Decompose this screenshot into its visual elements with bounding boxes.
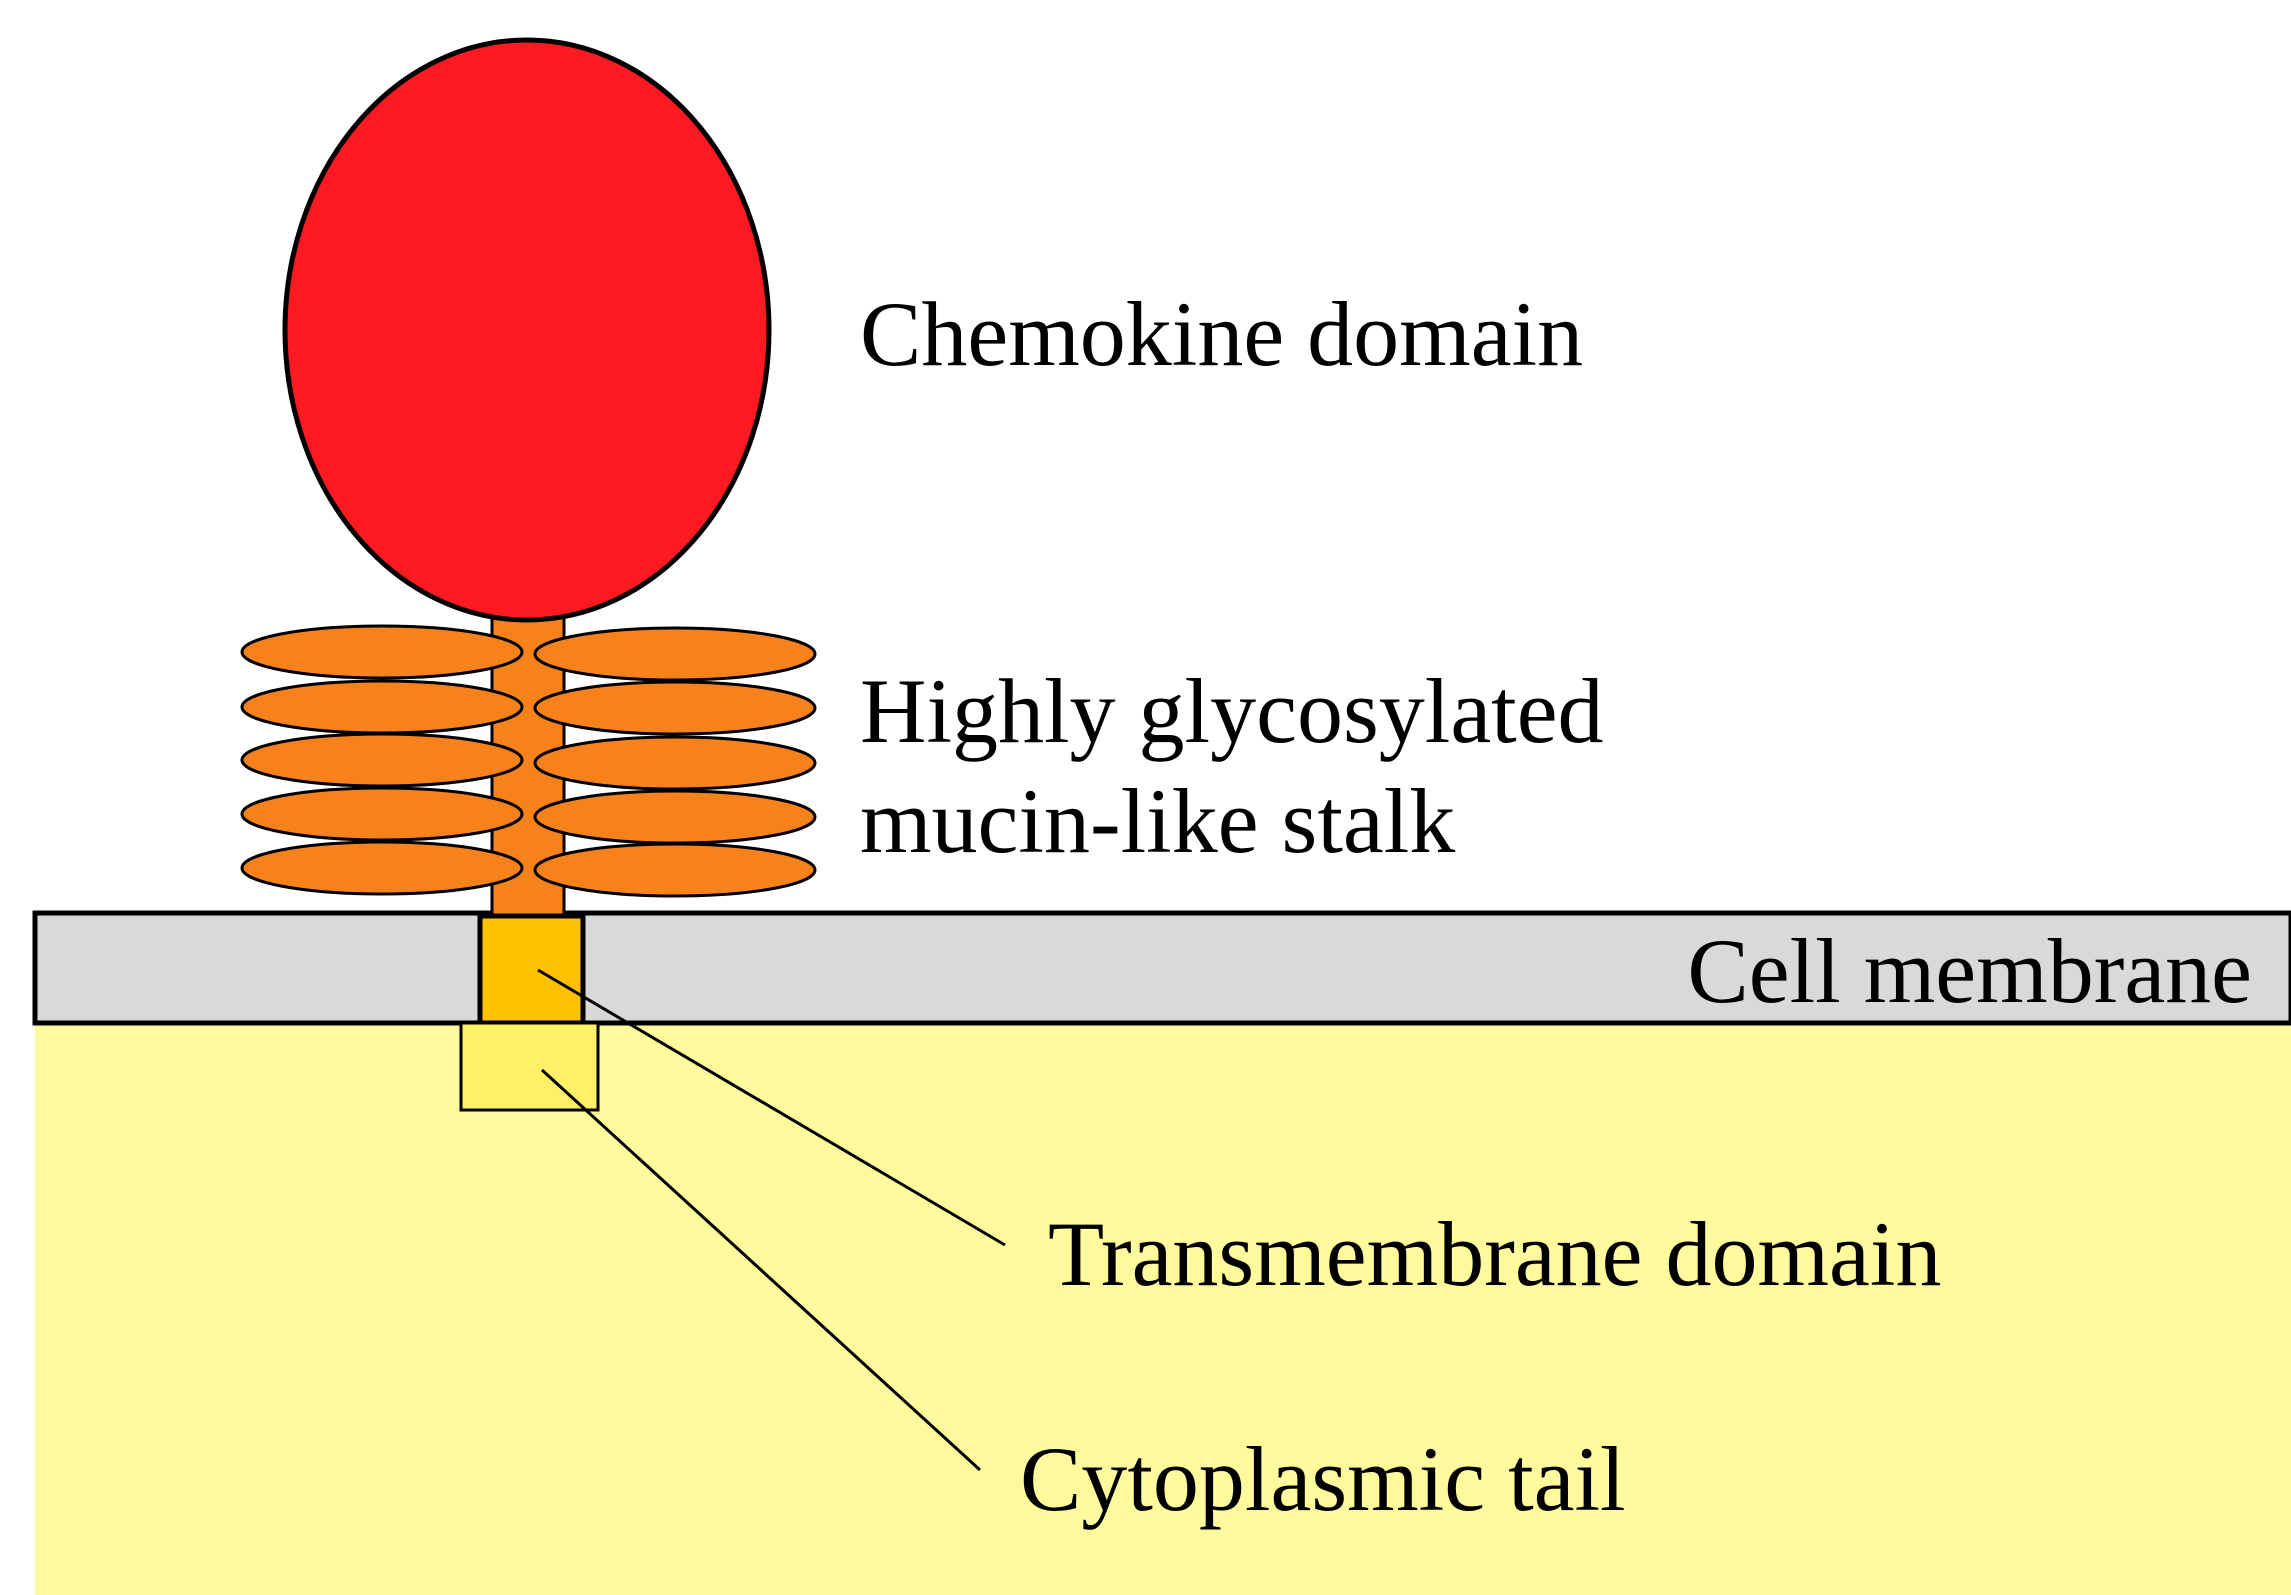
glycan-left-4 xyxy=(240,786,524,842)
cytoplasmic-tail-box xyxy=(459,1021,600,1112)
glycan-right-4 xyxy=(533,789,817,845)
label-stalk-line1: Highly glycosylated xyxy=(860,660,1604,762)
glycosylation-left-group xyxy=(240,624,524,896)
glycan-left-5 xyxy=(240,840,524,896)
transmembrane-leader-line xyxy=(537,968,1006,1247)
glycan-left-2 xyxy=(240,679,524,735)
label-stalk-line2: mucin-like stalk xyxy=(860,770,1455,872)
label-chemokine-domain: Chemokine domain xyxy=(860,283,1583,385)
chemokine-domain-ellipse xyxy=(282,37,772,623)
glycan-right-1 xyxy=(533,626,817,682)
transmembrane-domain-box xyxy=(477,913,586,1026)
cytoplasmic-leader-line xyxy=(540,1068,982,1472)
label-transmembrane-domain: Transmembrane domain xyxy=(1048,1203,1941,1305)
cell-membrane xyxy=(32,910,2291,1026)
label-cytoplasmic-tail: Cytoplasmic tail xyxy=(1020,1428,1626,1530)
glycan-left-3 xyxy=(240,732,524,788)
glycan-left-1 xyxy=(240,624,524,680)
glycan-right-5 xyxy=(533,842,817,898)
cytoplasm-region xyxy=(35,1023,2291,1595)
label-cell-membrane: Cell membrane xyxy=(1687,920,2252,1022)
glycosylation-right-group xyxy=(533,626,817,898)
glycan-right-3 xyxy=(533,735,817,791)
glycan-right-2 xyxy=(533,680,817,736)
